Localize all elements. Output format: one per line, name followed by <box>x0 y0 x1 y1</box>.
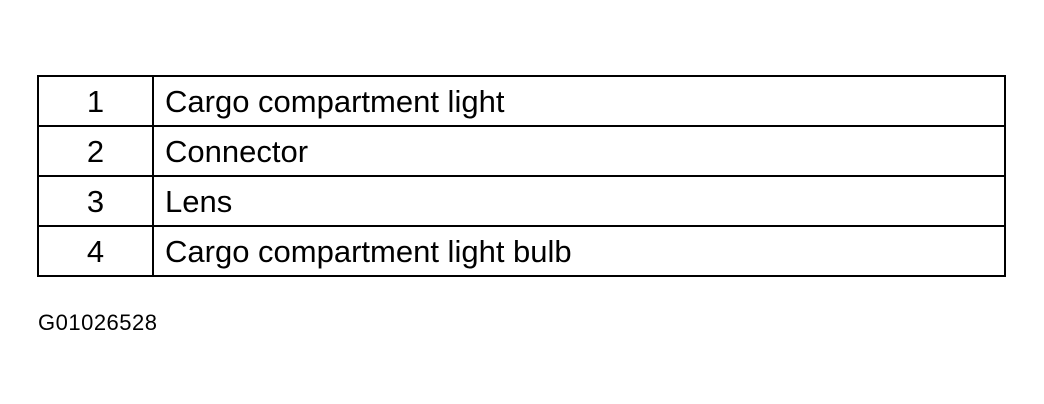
table-row: 3 Lens <box>37 175 1006 227</box>
legend-number: 4 <box>37 225 154 277</box>
figure-id: G01026528 <box>38 310 158 335</box>
legend-description: Lens <box>152 175 1006 227</box>
legend-number: 3 <box>37 175 154 227</box>
legend-description: Cargo compartment light bulb <box>152 225 1006 277</box>
legend-description: Cargo compartment light <box>152 75 1006 127</box>
legend-number: 1 <box>37 75 154 127</box>
table-row: 1 Cargo compartment light <box>37 75 1006 127</box>
legend-description: Connector <box>152 125 1006 177</box>
legend-number: 2 <box>37 125 154 177</box>
legend-table: 1 Cargo compartment light 2 Connector 3 … <box>37 75 1006 277</box>
table-row: 2 Connector <box>37 125 1006 177</box>
table-row: 4 Cargo compartment light bulb <box>37 225 1006 277</box>
